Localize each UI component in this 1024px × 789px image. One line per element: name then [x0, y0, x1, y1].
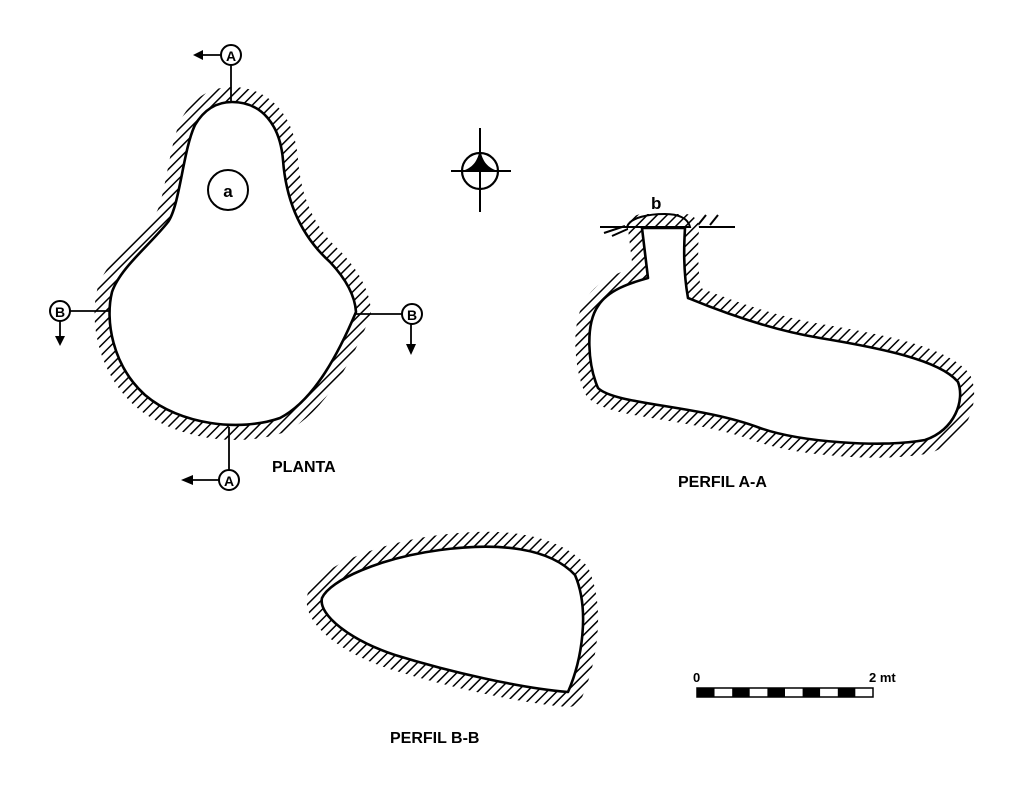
scale-bar-segment	[855, 688, 873, 697]
section-a-bottom-marker: A	[181, 427, 240, 491]
profile-aa-title: PERFIL A-A	[678, 474, 767, 491]
scale-bar-segment	[837, 688, 856, 697]
scale-bar-segment	[749, 688, 768, 697]
plan-outline	[108, 100, 358, 427]
section-a-bottom-label: A	[224, 473, 234, 489]
scale-bar-segment	[732, 688, 750, 697]
north-arrow-icon	[451, 128, 511, 212]
shaft-a-label: a	[223, 182, 233, 201]
section-a-top-label: A	[226, 48, 236, 64]
section-b-left-label: B	[55, 304, 65, 320]
shaft-a-circle	[207, 169, 249, 211]
scale-end-label: 2 mt	[869, 670, 896, 685]
profile-bb-view: PERFIL B-B	[306, 531, 599, 747]
scale-bar-segment	[767, 688, 785, 697]
scale-bar-segments	[697, 688, 873, 697]
section-b-left-marker: B	[49, 300, 110, 346]
section-b-right-label: B	[407, 307, 417, 323]
scale-bar: 0 2 mt	[693, 670, 896, 698]
plan-view: a A A B	[49, 44, 423, 491]
profile-bb-outline	[320, 545, 585, 694]
entrance-cap-b-label: b	[651, 194, 661, 213]
profile-bb-title: PERFIL B-B	[390, 730, 479, 747]
profile-aa-outline	[588, 226, 962, 445]
plan-title: PLANTA	[272, 459, 336, 476]
scale-bar-segment	[820, 688, 838, 697]
section-b-right-marker: B	[356, 303, 423, 355]
scale-bar-segment	[697, 688, 715, 697]
scale-bar-segment	[714, 688, 733, 697]
scale-start-label: 0	[693, 670, 700, 685]
section-a-top-marker: A	[193, 44, 242, 102]
scale-bar-segment	[785, 688, 803, 697]
scale-bar-segment	[802, 688, 821, 697]
entrance-cap-b	[625, 212, 692, 228]
profile-aa-view: b PERFIL A-A	[575, 194, 975, 491]
